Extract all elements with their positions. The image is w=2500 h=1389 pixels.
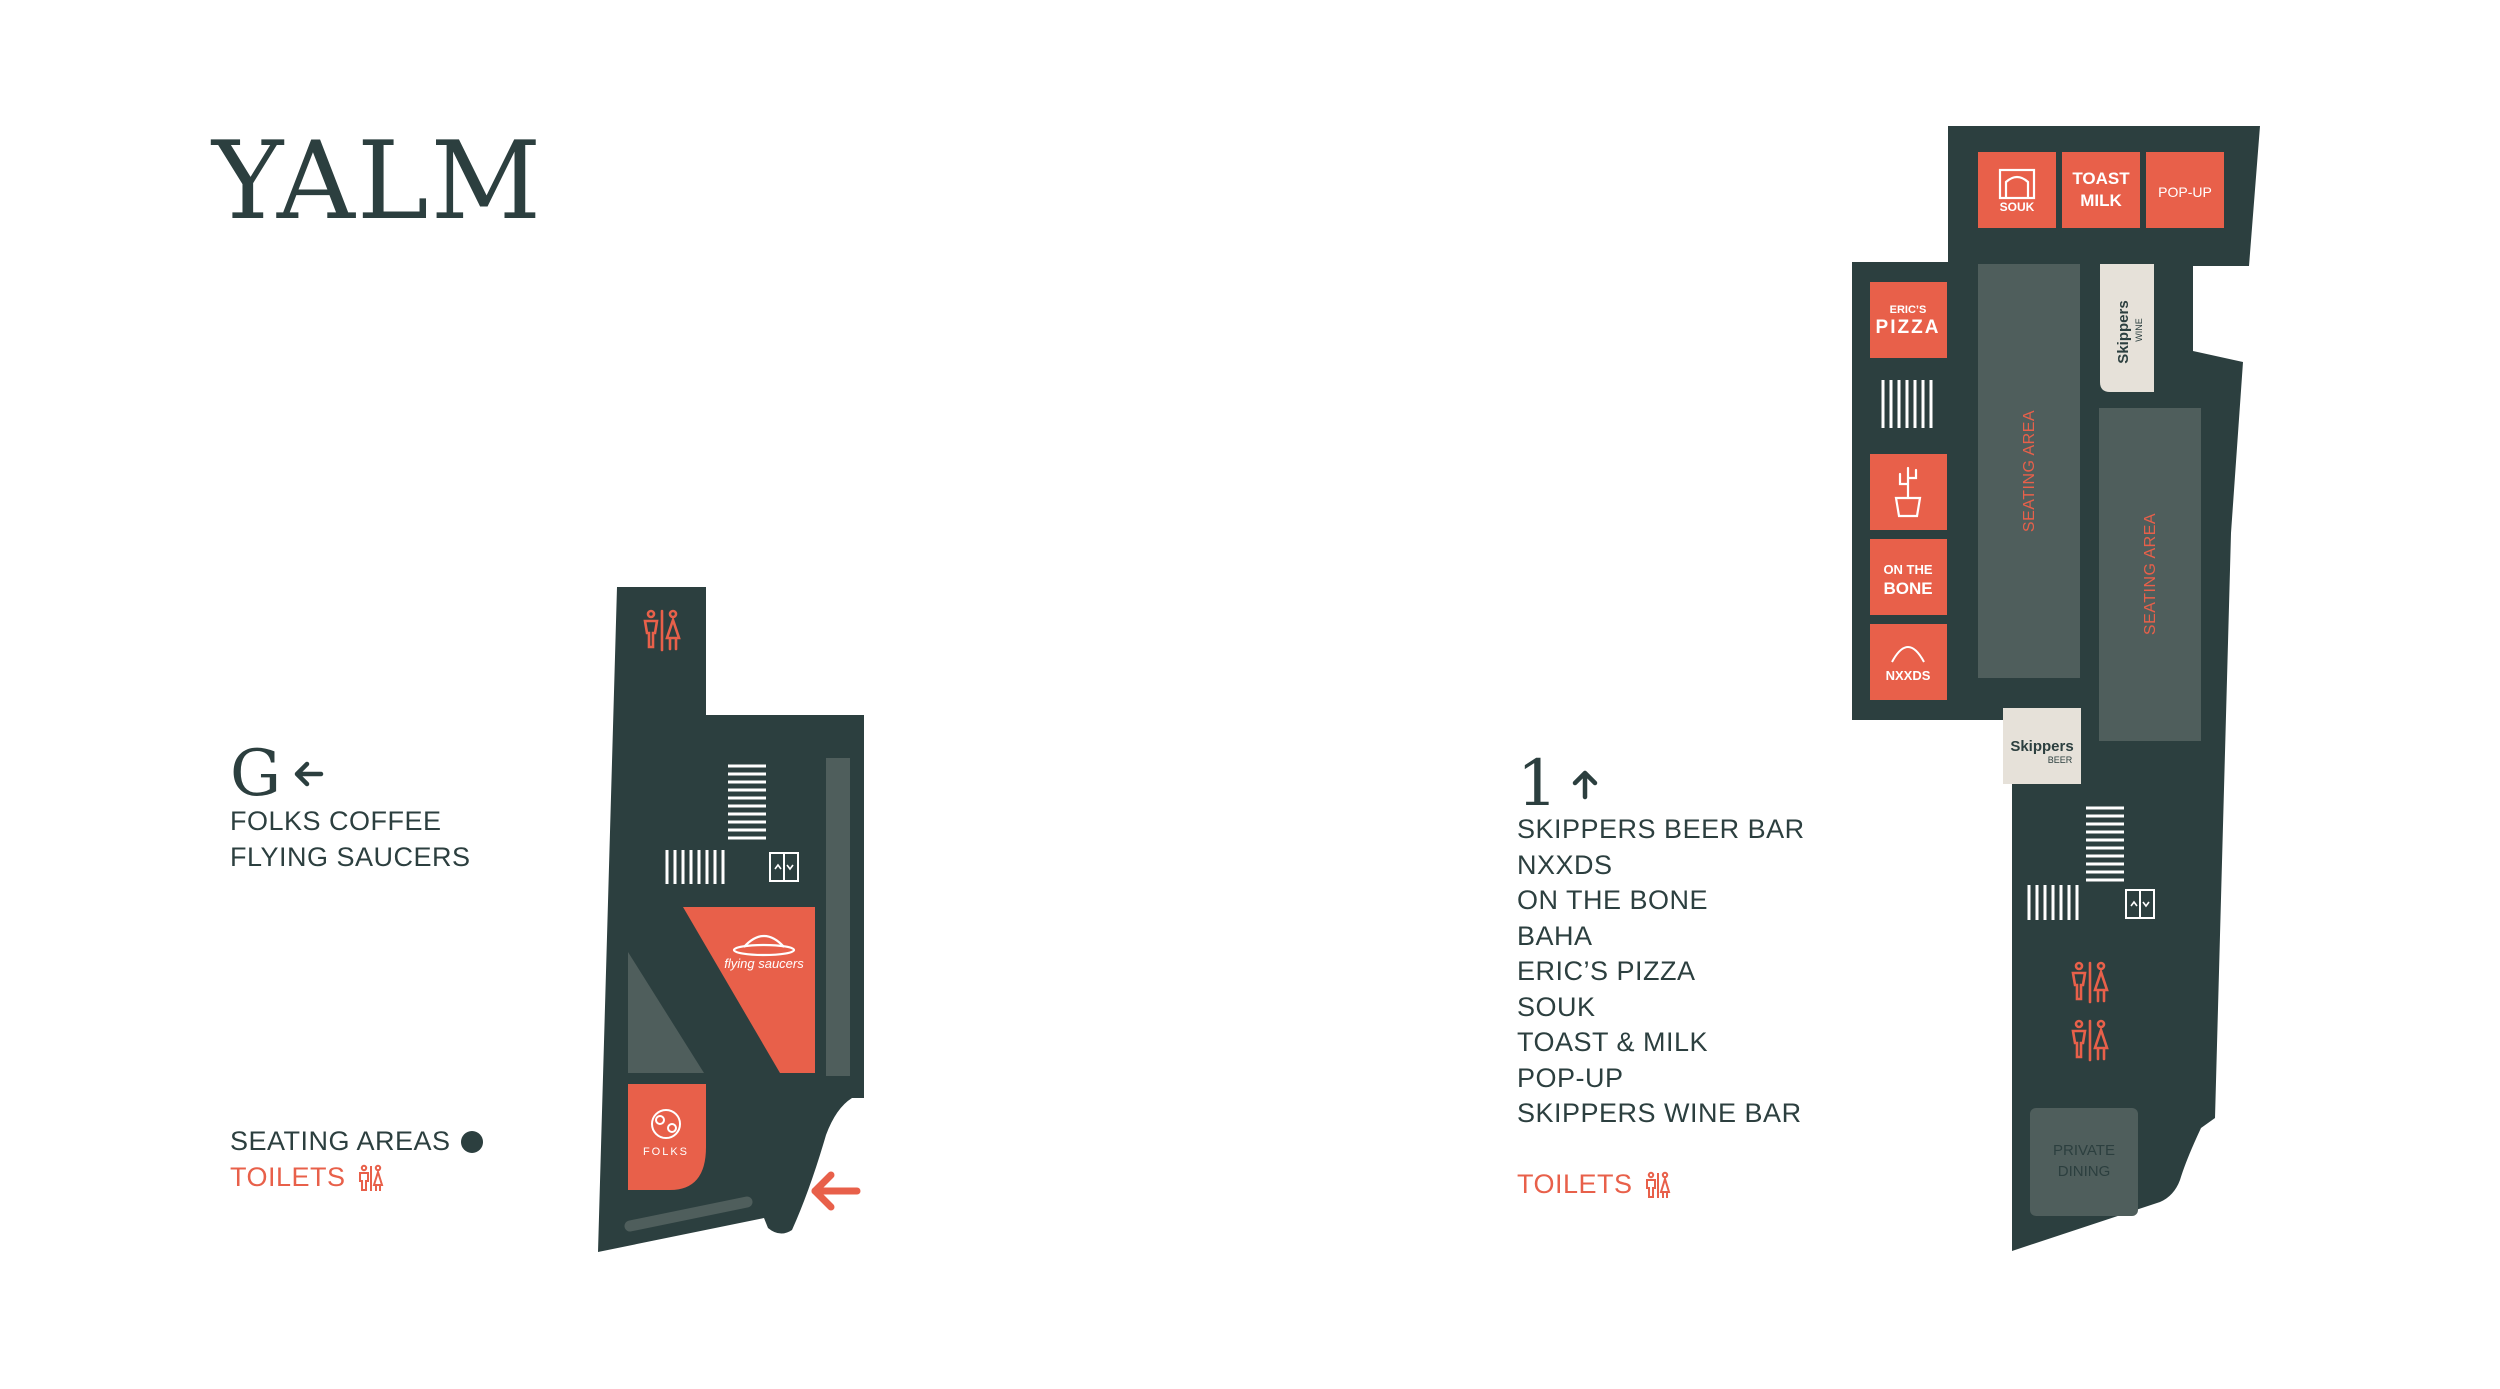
stairs-icon bbox=[665, 850, 725, 884]
lift-icon bbox=[2125, 889, 2155, 919]
tenant-erics-pizza[interactable] bbox=[1870, 282, 1947, 358]
tenant-toast-and-milk[interactable] bbox=[2062, 152, 2140, 228]
ground-tenant-list: FOLKS COFFEE FLYING SAUCERS bbox=[230, 804, 471, 875]
seating-dot-icon bbox=[460, 1130, 483, 1153]
seating-area-label: SEATING AREA bbox=[2021, 410, 2038, 532]
seating-area bbox=[1978, 264, 2080, 678]
legend-toilets-ground: TOILETS bbox=[230, 1162, 386, 1193]
first-tenant-item[interactable]: BAHA bbox=[1517, 920, 1593, 951]
pop-up-label: POP-UP bbox=[2158, 184, 2212, 200]
tenant-skippers-wine-bar[interactable] bbox=[2100, 264, 2154, 392]
souk-logo bbox=[1998, 168, 2036, 200]
skippers-wine-label: Skippers bbox=[2115, 300, 2132, 363]
milk-label: MILK bbox=[2080, 191, 2122, 210]
first-tenant-item[interactable]: ERIC’S PIZZA bbox=[1517, 956, 1696, 986]
on-the-label: ON THE bbox=[1883, 562, 1932, 577]
first-tenant-item[interactable]: NXXDS bbox=[1517, 849, 1613, 880]
first-tenant-item[interactable]: POP-UP bbox=[1517, 1062, 1624, 1093]
tenant-on-the-bone[interactable] bbox=[1870, 539, 1947, 615]
toast-label: TOAST bbox=[2072, 169, 2130, 188]
lift-icon bbox=[769, 852, 799, 882]
private-dining-area[interactable] bbox=[2030, 1108, 2138, 1216]
cactus-logo bbox=[1894, 466, 1922, 518]
stairs-icon bbox=[2086, 806, 2124, 882]
toilet-icon bbox=[1645, 1171, 1670, 1198]
level-first-heading: 1 bbox=[1517, 752, 1602, 816]
flying-saucers-label: flying saucers bbox=[724, 956, 804, 971]
tenant-nxxds[interactable] bbox=[1870, 624, 1947, 700]
toilet-icon bbox=[358, 1164, 383, 1191]
first-tenant-list: SKIPPERS BEER BAR NXXDS ON THE BONE BAHA… bbox=[1517, 812, 1805, 1132]
stairs-icon bbox=[728, 764, 766, 840]
level-ground-heading: G bbox=[230, 742, 325, 806]
private-dining-label: PRIVATE bbox=[2053, 1142, 2115, 1159]
pizza-label: PIZZA bbox=[1876, 317, 1941, 338]
ground-tenant-item[interactable]: FOLKS COFFEE bbox=[230, 806, 442, 836]
ground-floor-plan: flying saucers FOLKS bbox=[598, 587, 864, 1252]
level-ground-label: G bbox=[230, 737, 282, 811]
folks-label: FOLKS bbox=[643, 1146, 689, 1158]
seating-area bbox=[826, 758, 850, 1076]
tenant-flying-saucers[interactable] bbox=[683, 907, 815, 1073]
legend-toilets-label: TOILETS bbox=[1517, 1169, 1633, 1199]
nxxds-logo bbox=[1891, 646, 1925, 663]
level-first-label: 1 bbox=[1517, 747, 1558, 821]
souk-label: SOUK bbox=[2000, 200, 2035, 214]
arrow-up-icon bbox=[1572, 770, 1597, 800]
tenant-souk[interactable] bbox=[1978, 152, 2056, 228]
folks-logo bbox=[651, 1109, 681, 1139]
first-tenant-item[interactable]: SKIPPERS BEER BAR bbox=[1517, 814, 1805, 844]
first-floor-outline bbox=[1852, 126, 2260, 1251]
stairs-icon bbox=[2027, 885, 2079, 920]
legend-toilets-first: TOILETS bbox=[1517, 1169, 1673, 1200]
bone-label: BONE bbox=[1883, 579, 1932, 598]
yalm-logo: YALM bbox=[212, 119, 544, 244]
nxxds-label: NXXDS bbox=[1886, 668, 1931, 683]
erics-label: ERIC’S bbox=[1890, 304, 1927, 316]
first-tenant-item[interactable]: ON THE BONE bbox=[1517, 885, 1709, 915]
seating-area bbox=[628, 952, 704, 1073]
first-floor-plan: SOUK TOAST MILK POP-UP ERIC’S PIZZA ON T… bbox=[1852, 126, 2260, 1251]
skippers-beer-label: Skippers bbox=[2010, 738, 2073, 755]
seating-area bbox=[624, 1196, 753, 1232]
entrance-arrow-icon bbox=[811, 1171, 861, 1211]
first-tenant-item[interactable]: TOAST & MILK bbox=[1517, 1027, 1709, 1057]
skippers-wine-sub-label: WINE bbox=[2134, 318, 2144, 342]
seating-area bbox=[2099, 408, 2201, 741]
first-tenant-item[interactable]: SOUK bbox=[1517, 991, 1596, 1022]
private-dining-label: DINING bbox=[2058, 1163, 2111, 1180]
seating-area-label: SEATING AREA bbox=[2142, 513, 2159, 635]
skippers-beer-sub-label: BEER bbox=[2048, 755, 2073, 765]
first-tenant-item[interactable]: SKIPPERS WINE BAR bbox=[1517, 1098, 1802, 1128]
tenant-pop-up[interactable] bbox=[2146, 152, 2224, 228]
arrow-left-icon bbox=[294, 761, 324, 787]
ground-tenant-item[interactable]: FLYING SAUCERS bbox=[230, 841, 471, 872]
flying-saucers-logo bbox=[732, 934, 796, 957]
legend-seating-areas: SEATING AREAS bbox=[230, 1126, 483, 1157]
tenant-skippers-beer-bar[interactable] bbox=[2003, 708, 2081, 784]
legend-toilets-label: TOILETS bbox=[230, 1162, 346, 1192]
stairs-icon bbox=[1881, 380, 1933, 428]
legend-seating-label: SEATING AREAS bbox=[230, 1126, 451, 1156]
